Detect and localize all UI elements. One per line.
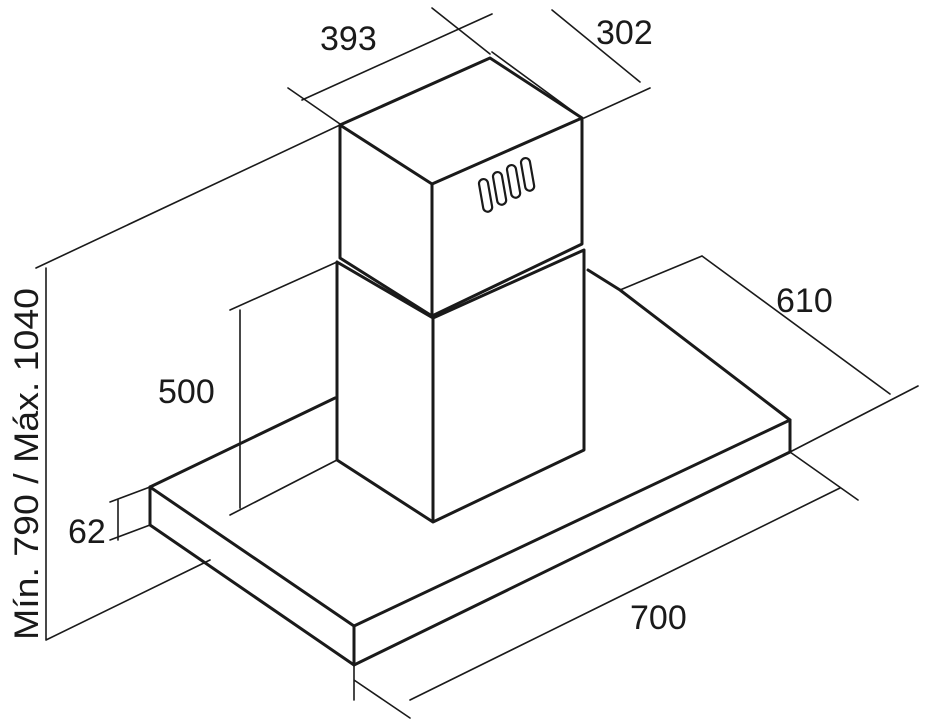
upper-chimney-outline bbox=[338, 56, 584, 318]
canopy-top-face bbox=[148, 268, 792, 628]
dim-line-chimney-depth bbox=[491, 9, 651, 119]
label-hood-depth: 610 bbox=[776, 282, 833, 320]
dim-line-chimney-width bbox=[287, 7, 493, 125]
label-chimney-width: 393 bbox=[320, 20, 377, 58]
dim-line-hood-depth bbox=[619, 255, 919, 453]
dim-line-lower-height bbox=[229, 261, 338, 516]
dim-line-hood-width bbox=[353, 451, 859, 719]
dimension-labels: 393 302 610 500 62 700 Mín. 790 / Máx. 1… bbox=[8, 14, 833, 640]
canopy-front-face bbox=[148, 485, 356, 667]
label-lower-height: 500 bbox=[158, 373, 215, 411]
dim-line-total-height bbox=[35, 124, 341, 641]
vent-slots-icon bbox=[477, 156, 536, 213]
dimension-lines bbox=[35, 7, 919, 719]
label-chimney-depth: 302 bbox=[596, 14, 653, 52]
label-total-height: Mín. 790 / Máx. 1040 bbox=[8, 288, 46, 640]
upper-chimney bbox=[338, 56, 584, 318]
canopy bbox=[148, 268, 792, 667]
label-hood-width: 700 bbox=[630, 599, 687, 637]
lower-chimney-outline bbox=[335, 248, 586, 524]
lower-chimney bbox=[335, 248, 586, 524]
dim-line-canopy-thickness bbox=[109, 486, 151, 541]
label-canopy-thickness: 62 bbox=[68, 513, 106, 551]
